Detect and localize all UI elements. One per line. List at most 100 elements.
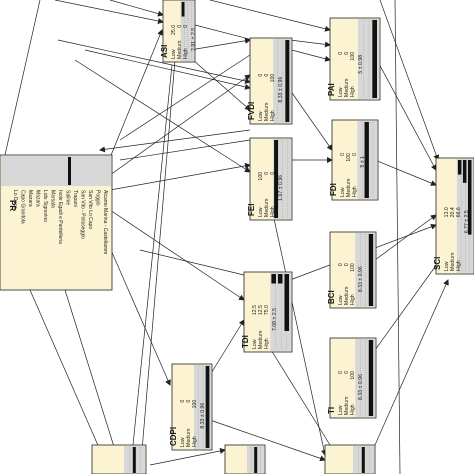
node-pr-state: Alcamo Marina - Castellamm	[102, 190, 108, 254]
node-prob-bar	[284, 274, 290, 331]
svg-text:75.0: 75.0	[264, 305, 270, 315]
edge-fvdi-pai	[289, 39, 331, 48]
svg-text:CDPI: CDPI	[169, 427, 178, 446]
svg-text:100: 100	[270, 74, 276, 83]
svg-text:25.0: 25.0	[171, 25, 177, 35]
node-pr-state: Salinie	[65, 190, 71, 205]
svg-text:5 ± 1: 5 ± 1	[360, 156, 366, 168]
svg-text:66.6: 66.6	[456, 207, 462, 217]
node-summary: 8.33 ± 0.96	[200, 403, 206, 429]
svg-text:Low: Low	[340, 187, 346, 197]
svg-text:8.33 ± 0.96: 8.33 ± 0.96	[278, 77, 284, 103]
svg-text:100: 100	[258, 172, 264, 181]
node-title: TDI	[241, 335, 250, 348]
node-pr-state: Mazara	[35, 190, 41, 207]
svg-text:6.77 ± 2.5: 6.77 ± 2.5	[464, 210, 470, 233]
node-title: SCI	[433, 257, 442, 270]
svg-text:0: 0	[338, 52, 344, 55]
svg-text:0: 0	[338, 371, 344, 374]
svg-text:2.91 ± 2.5: 2.91 ± 2.5	[191, 28, 197, 51]
node-title: PAI	[327, 83, 336, 96]
edge-pr-asi	[104, 29, 163, 171]
node-prob-bar	[254, 447, 258, 473]
svg-text:0: 0	[352, 153, 358, 156]
svg-text:100: 100	[346, 153, 352, 162]
node-prob-bar	[462, 160, 467, 183]
svg-text:Low: Low	[258, 207, 264, 217]
edge-fvdi-left	[119, 54, 251, 141]
node-pr-state: Capo Granitola	[20, 190, 26, 224]
node-bot2[interactable]	[224, 444, 266, 474]
node-prob-bar	[205, 366, 210, 448]
edge-asi-fvdi-a	[192, 59, 251, 111]
node-pr-bar-area	[1, 156, 111, 186]
node-prob-bar	[368, 234, 374, 306]
svg-text:High: High	[350, 404, 356, 415]
edge-pr-bottom	[64, 289, 116, 451]
node-summary: 2.91 ± 2.5	[191, 28, 197, 51]
svg-text:Low: Low	[338, 295, 344, 305]
node-bot1[interactable]	[91, 444, 147, 474]
node-prob-bar	[274, 140, 279, 218]
edge-fei-left-b	[119, 139, 251, 161]
svg-text:Medium: Medium	[177, 41, 183, 59]
node-pr-state: Mazara	[27, 190, 33, 207]
svg-text:San Vito Lo Capo: San Vito Lo Capo	[87, 190, 93, 229]
edge-asi-down-b	[129, 64, 173, 474]
svg-text:Lido Signorino: Lido Signorino	[42, 190, 48, 222]
node-title: FVDI	[247, 102, 256, 120]
svg-text:High: High	[264, 338, 270, 349]
svg-text:0: 0	[340, 153, 346, 156]
svg-text:0: 0	[338, 263, 344, 266]
svg-text:100: 100	[350, 263, 356, 272]
edge-ti-sci	[374, 259, 441, 351]
node-summary: 7.08 ± 2.5	[272, 308, 278, 331]
svg-text:8.33 ± 0.96: 8.33 ± 0.96	[358, 374, 364, 400]
svg-text:High: High	[350, 86, 356, 97]
svg-text:FEI: FEI	[247, 204, 256, 216]
node-pr-state: San Vito - Polisseggio	[80, 190, 86, 239]
svg-text:0: 0	[180, 400, 186, 403]
node-prob-bar	[285, 40, 290, 122]
node-pr-state: Lo Duca	[12, 190, 18, 209]
edge-pr-fei	[109, 162, 251, 191]
edge-pr-tdi	[109, 209, 245, 301]
node-bot3[interactable]	[324, 444, 376, 474]
edge-tdi-left	[139, 249, 245, 276]
node-prob-bar	[271, 274, 276, 284]
node-title: FEI	[247, 204, 256, 216]
svg-text:12.5: 12.5	[252, 305, 258, 315]
svg-text:High: High	[192, 436, 198, 447]
node-pr-state: Trapani	[72, 190, 78, 207]
svg-text:Capo Granitola: Capo Granitola	[20, 190, 26, 224]
svg-text:Poggio: Poggio	[95, 190, 101, 206]
svg-text:Salinie: Salinie	[65, 190, 71, 205]
svg-text:TDI: TDI	[241, 335, 250, 348]
svg-text:FVDI: FVDI	[247, 102, 256, 120]
node-prob-bar	[457, 160, 462, 175]
edge-right-long	[394, 0, 401, 474]
